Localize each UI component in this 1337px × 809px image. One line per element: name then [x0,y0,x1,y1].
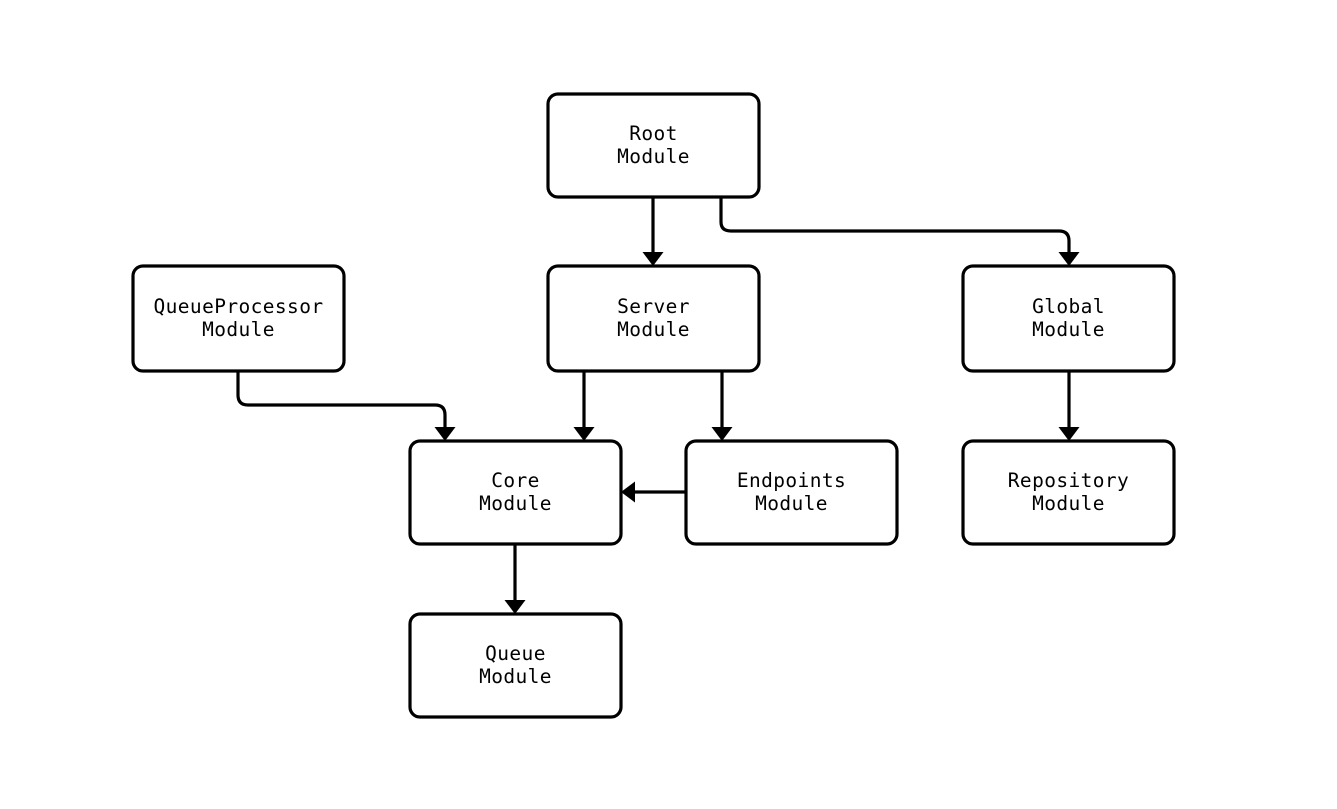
edge-root-to-global-arrowhead-icon [1058,252,1080,266]
repository-module-label-line1: Repository [1008,469,1129,492]
repository-module-box[interactable] [961,439,1176,546]
edge-root-to-server-arrowhead-icon [642,252,664,266]
queueprocessor-module-label-line1: QueueProcessor [154,295,324,318]
core-module-label-line2: Module [479,492,552,515]
queueprocessor-module-box[interactable] [131,264,346,373]
nodes-layer: RootModuleQueueProcessorModuleServerModu… [131,92,1176,719]
endpoints-module-label-line2: Module [755,492,828,515]
root-module-box[interactable] [546,92,761,199]
edge-queueprocessor-to-core-arrowhead-icon [434,427,456,441]
core-module-label-line1: Core [491,469,540,492]
server-module-label-line2: Module [617,318,690,341]
edge-global-to-repository [1058,371,1080,441]
global-module-box[interactable] [961,264,1176,373]
endpoints-module-box[interactable] [684,439,899,546]
repository-module-label-line2: Module [1032,492,1105,515]
global-module-label-line2: Module [1032,318,1105,341]
queue-module-label-line1: Queue [485,642,546,665]
edge-core-to-queue-arrowhead-icon [504,600,526,614]
queueprocessor-module-label-line2: Module [202,318,275,341]
core-module-box[interactable] [408,439,623,546]
edge-server-to-endpoints-arrowhead-icon [711,427,733,441]
edge-root-to-global [719,197,1080,266]
global-module-label-line1: Global [1032,295,1105,318]
queue-module-box[interactable] [408,612,623,719]
root-module-label-line1: Root [629,122,678,145]
server-module-label-line1: Server [617,295,690,318]
edge-root-to-global-line [719,197,1071,253]
endpoints-module-label-line1: Endpoints [737,469,846,492]
edges-layer [236,197,1080,614]
edge-endpoints-to-core [621,481,686,503]
server-module-box[interactable] [546,264,761,373]
edge-queueprocessor-to-core [236,371,456,441]
edge-queueprocessor-to-core-line [236,371,447,428]
edge-server-to-core [573,371,595,441]
edge-core-to-queue [504,544,526,614]
root-module-label-line2: Module [617,145,690,168]
edge-global-to-repository-arrowhead-icon [1058,427,1080,441]
edge-server-to-endpoints [711,371,733,441]
edge-root-to-server [642,197,664,266]
edge-endpoints-to-core-arrowhead-icon [621,481,635,503]
edge-server-to-core-arrowhead-icon [573,427,595,441]
queue-module-label-line2: Module [479,665,552,688]
